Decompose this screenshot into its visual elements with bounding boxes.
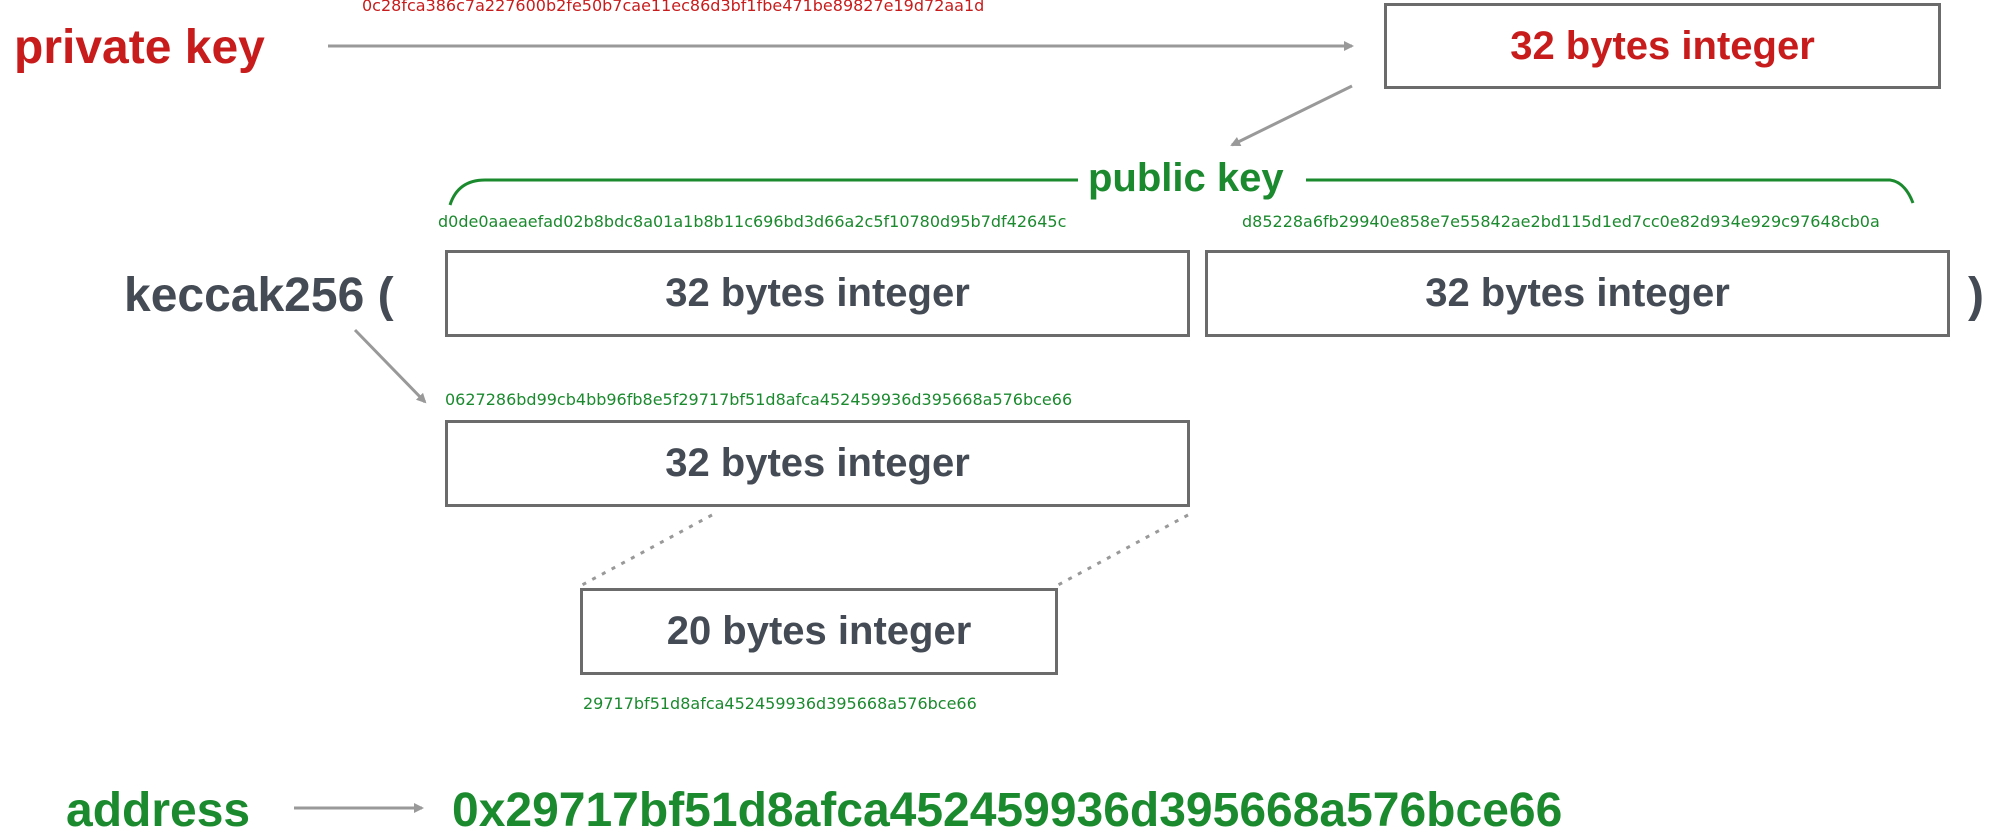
truncated-hex: 29717bf51d8afca452459936d395668a576bce66 [583,694,977,713]
truncate-line-left [581,513,713,587]
hash-hex: 0627286bd99cb4bb96fb8e5f29717bf51d8afca4… [445,390,1073,409]
truncate-line-right [1057,513,1189,587]
address-label: address [66,784,251,837]
private-key-box: 32 bytes integer [1384,3,1941,89]
keccak-close-paren: ) [1968,269,1984,322]
keccak-arrow [353,328,427,404]
truncated-box: 20 bytes integer [580,588,1058,675]
address-value: 0x29717bf51d8afca452459936d395668a576bce… [452,784,1563,837]
hash-box: 32 bytes integer [445,420,1190,507]
derive-public-key-arrow [1230,84,1353,147]
public-key-y-box: 32 bytes integer [1205,250,1950,337]
public-key-hex-right: d85228a6fb29940e858e7e55842ae2bd115d1ed7… [1242,212,1880,231]
public-key-bracket-right [1306,178,1915,204]
public-key-hex-left: d0de0aaeaefad02b8bdc8a01a1b8b11c696bd3d6… [438,212,1067,231]
public-key-label: public key [1088,156,1284,200]
keccak-open-label: keccak256 ( [124,269,394,322]
public-key-bracket-left [448,178,1078,206]
private-key-hex: 0c28fca386c7a227600b2fe50b7cae11ec86d3bf… [362,0,985,15]
public-key-x-box: 32 bytes integer [445,250,1190,337]
private-key-label: private key [14,21,265,74]
